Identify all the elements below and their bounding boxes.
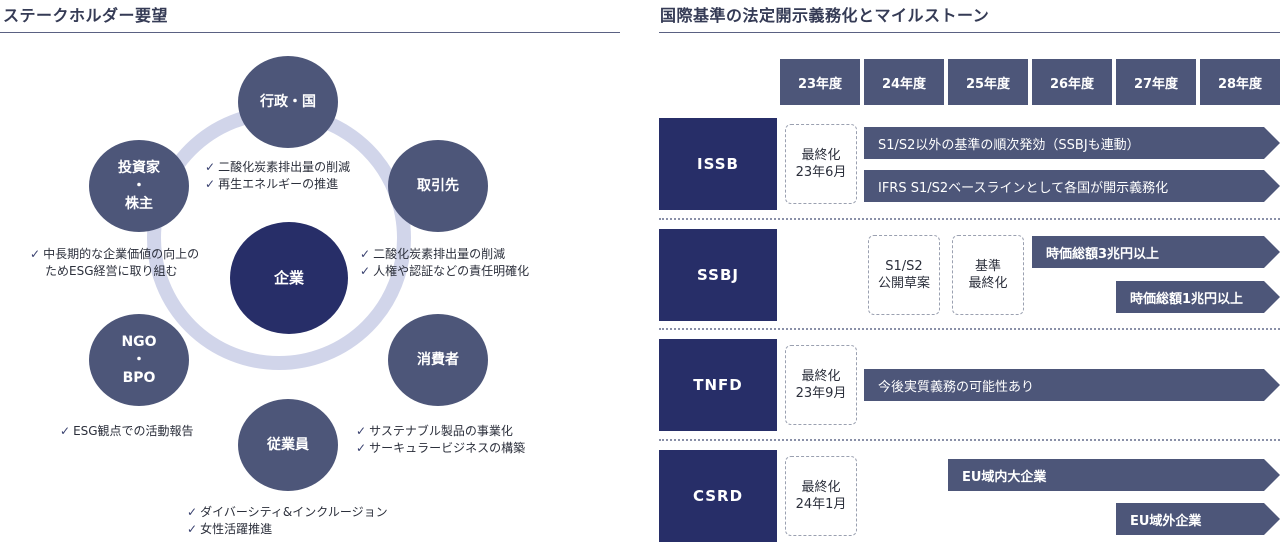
standard-issb: ISSB	[659, 118, 777, 210]
check-icon: ✓	[187, 505, 198, 519]
check-item: ✓サーキュラービジネスの構築	[356, 441, 526, 455]
issb-milestone-box: 最終化 23年6月	[785, 124, 857, 204]
csrd-bar-1: EU域内大企業	[948, 459, 1280, 491]
standard-ssbj: SSBJ	[659, 229, 777, 321]
tnfd-bar-1: 今後実質義務の可能性あり	[864, 369, 1280, 401]
checklist-partner: ✓二酸化炭素排出量の削減 ✓人権や認証などの責任明確化	[360, 246, 529, 280]
node-partner: 取引先	[388, 140, 488, 232]
check-icon: ✓	[356, 441, 367, 455]
check-item: ✓ESG観点での活動報告	[60, 424, 194, 438]
checklist-ngo: ✓ESG観点での活動報告	[60, 423, 194, 440]
year-header-28: 28年度	[1200, 59, 1280, 105]
node-investor: 投資家 ・ 株主	[89, 140, 189, 232]
check-item: ✓再生エネルギーの推進	[205, 177, 339, 191]
year-header-25: 25年度	[948, 59, 1028, 105]
ssbj-bar-1: 時価総額3兆円以上	[1032, 236, 1280, 268]
node-gov: 行政・国	[238, 56, 338, 148]
row-divider	[659, 439, 1280, 441]
check-icon: ✓	[360, 264, 371, 278]
check-icon: ✓	[30, 247, 41, 261]
right-heading: 国際基準の法定開示義務化とマイルストーン	[660, 6, 990, 25]
checklist-consumer: ✓サステナブル製品の事業化 ✓サーキュラービジネスの構築	[356, 423, 525, 457]
check-item: ✓中長期的な企業価値の向上の	[30, 247, 200, 261]
check-item: ✓女性活躍推進	[187, 522, 273, 536]
node-consumer: 消費者	[388, 314, 488, 406]
check-icon: ✓	[205, 160, 216, 174]
checklist-investor: ✓中長期的な企業価値の向上の ためESG経営に取り組む	[30, 246, 199, 280]
year-header-26: 26年度	[1032, 59, 1112, 105]
check-item: ✓二酸化炭素排出量の削減	[205, 160, 351, 174]
node-ngo: NGO ・ BPO	[89, 314, 189, 406]
node-employee: 従業員	[238, 399, 338, 491]
row-divider	[659, 328, 1280, 330]
check-icon: ✓	[360, 247, 371, 261]
checklist-gov: ✓二酸化炭素排出量の削減 ✓再生エネルギーの推進	[205, 159, 350, 193]
tnfd-milestone-box: 最終化 23年9月	[785, 345, 857, 425]
check-item: ためESG経営に取り組む	[45, 264, 178, 278]
check-icon: ✓	[187, 522, 198, 536]
check-item: ✓ダイバーシティ&インクルージョン	[187, 505, 388, 519]
ssbj-draft-box: S1/S2 公開草案	[868, 235, 940, 315]
issb-bar-2: IFRS S1/S2ベースラインとして各国が開示義務化	[864, 170, 1280, 202]
check-icon: ✓	[205, 177, 216, 191]
year-header-27: 27年度	[1116, 59, 1196, 105]
node-company: 企業	[230, 222, 348, 334]
check-item: ✓人権や認証などの責任明確化	[360, 264, 530, 278]
check-item: ✓二酸化炭素排出量の削減	[360, 247, 506, 261]
right-heading-rule	[659, 32, 1280, 33]
check-icon: ✓	[60, 424, 71, 438]
standard-csrd: CSRD	[659, 450, 777, 542]
ssbj-bar-2: 時価総額1兆円以上	[1116, 281, 1280, 313]
left-heading: ステークホルダー要望	[3, 6, 169, 25]
check-item: ✓サステナブル製品の事業化	[356, 424, 513, 438]
checklist-employee: ✓ダイバーシティ&インクルージョン ✓女性活躍推進	[187, 504, 388, 538]
standard-tnfd: TNFD	[659, 339, 777, 431]
csrd-milestone-box: 最終化 24年1月	[785, 456, 857, 536]
year-header-23: 23年度	[780, 59, 860, 105]
row-divider	[659, 218, 1280, 220]
csrd-bar-2: EU域外企業	[1116, 503, 1280, 535]
year-header-24: 24年度	[864, 59, 944, 105]
check-icon: ✓	[356, 424, 367, 438]
ssbj-final-box: 基準 最終化	[952, 235, 1024, 315]
issb-bar-1: S1/S2以外の基準の順次発効（SSBJも連動）	[864, 127, 1280, 159]
left-heading-rule	[0, 32, 620, 33]
